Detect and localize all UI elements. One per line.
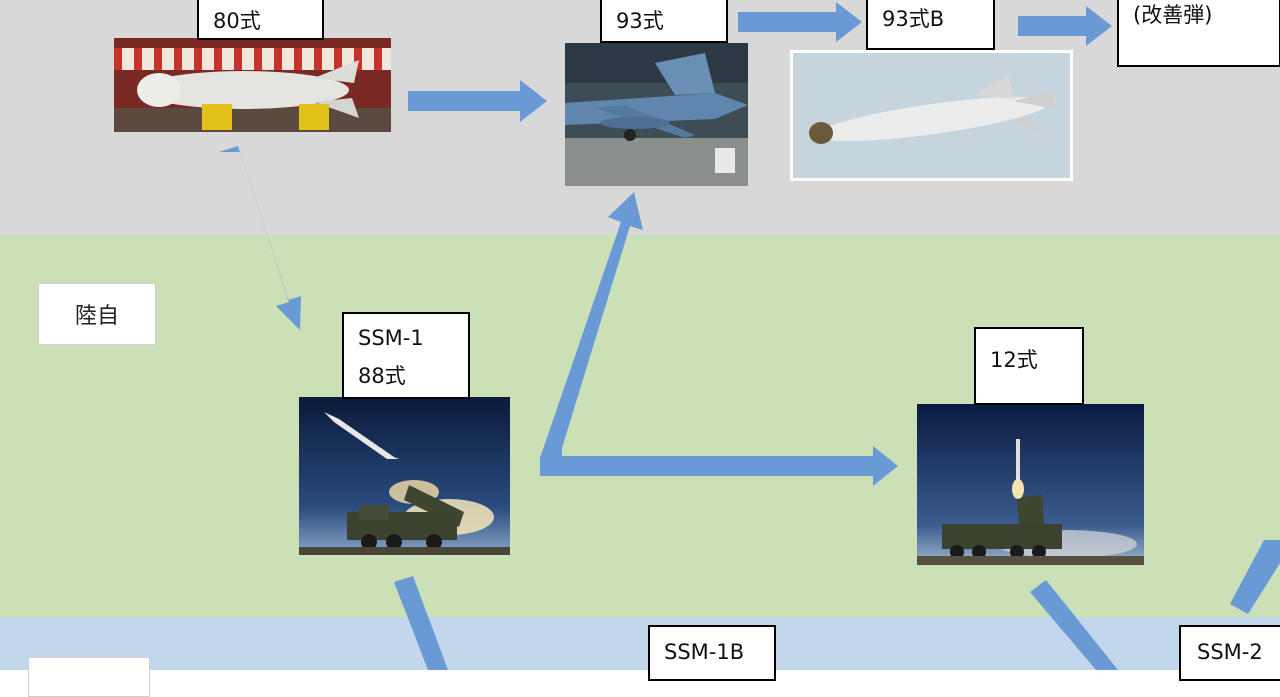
label-type12: 12式: [974, 327, 1084, 405]
label-ssm1-line2: 88式: [358, 364, 406, 388]
photo-type93-aircraft: [565, 43, 748, 186]
label-improved-text: (改善弾): [1133, 3, 1213, 27]
label-type93: 93式: [600, 0, 728, 43]
label-ssm1b: SSM-1B: [648, 625, 776, 681]
label-ssm2: SSM-2: [1179, 625, 1280, 681]
branch-label-ground-text: 陸自: [74, 304, 119, 329]
label-ssm2-text: SSM-2: [1197, 640, 1263, 664]
label-improved: (改善弾): [1117, 0, 1280, 67]
label-type80-text: 80式: [213, 9, 261, 33]
photo-type93b-missile: [790, 50, 1073, 181]
label-ssm1: SSM-1 88式: [342, 312, 470, 399]
label-type93-text: 93式: [616, 9, 664, 33]
photo-type12-launcher: [917, 404, 1144, 565]
label-type12-text: 12式: [990, 348, 1038, 372]
branch-label-bottom: [28, 657, 150, 697]
label-type80: 80式: [197, 0, 324, 40]
label-ssm1b-text: SSM-1B: [664, 640, 745, 664]
label-ssm1-line1: SSM-1: [358, 326, 424, 350]
band-maritime-self-defense: [0, 617, 1280, 670]
branch-label-ground: 陸自: [38, 283, 156, 345]
label-type93b-text: 93式B: [882, 7, 945, 31]
photo-type80-missile: [114, 38, 391, 132]
label-type93b: 93式B: [866, 0, 995, 50]
photo-ssm1-launcher: [299, 397, 510, 555]
